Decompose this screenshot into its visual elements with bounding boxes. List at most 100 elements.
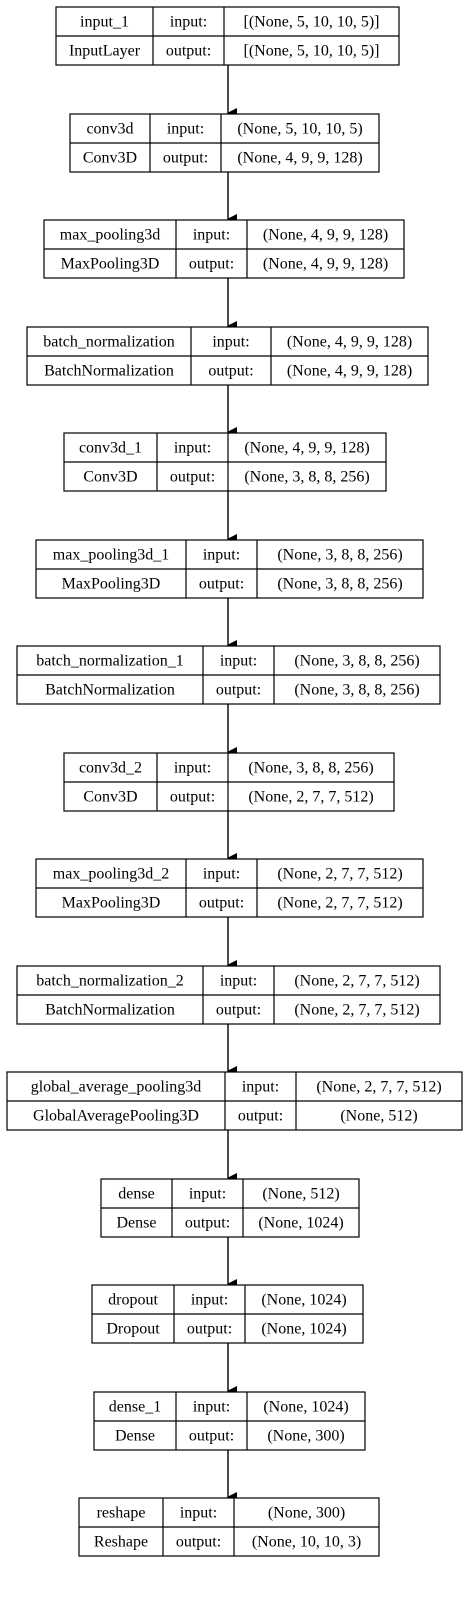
layer-type: Conv3D xyxy=(83,150,137,167)
input-shape: [(None, 5, 10, 10, 5)] xyxy=(244,14,380,31)
layer-name: conv3d_2 xyxy=(79,760,142,777)
output-label: output: xyxy=(216,1002,261,1019)
input-label: input: xyxy=(189,1186,226,1203)
output-shape: (None, 300) xyxy=(267,1428,344,1445)
layer-type: BatchNormalization xyxy=(45,1002,175,1019)
layer-type: MaxPooling3D xyxy=(62,895,161,912)
output-shape: (None, 4, 9, 9, 128) xyxy=(237,150,362,167)
input-label: input: xyxy=(180,1505,217,1522)
input-label: input: xyxy=(203,547,240,564)
output-shape: (None, 3, 8, 8, 256) xyxy=(294,682,419,699)
output-label: output: xyxy=(187,1321,232,1338)
layer-node: global_average_pooling3dGlobalAveragePoo… xyxy=(6,1071,463,1131)
input-label: input: xyxy=(242,1079,279,1096)
input-shape: (None, 4, 9, 9, 128) xyxy=(244,440,369,457)
layer-name: dense_1 xyxy=(109,1399,161,1416)
input-label: input: xyxy=(220,653,257,670)
layer-name: dropout xyxy=(108,1292,158,1309)
output-label: output: xyxy=(176,1534,221,1551)
input-shape: (None, 300) xyxy=(268,1505,345,1522)
output-shape: (None, 3, 8, 8, 256) xyxy=(277,576,402,593)
output-shape: (None, 1024) xyxy=(258,1215,343,1232)
layer-name: conv3d_1 xyxy=(79,440,142,457)
layer-type: MaxPooling3D xyxy=(61,256,160,273)
layer-name: max_pooling3d_2 xyxy=(53,866,169,883)
input-shape: (None, 2, 7, 7, 512) xyxy=(277,866,402,883)
input-shape: (None, 3, 8, 8, 256) xyxy=(248,760,373,777)
output-label: output: xyxy=(185,1215,230,1232)
input-label: input: xyxy=(174,440,211,457)
output-shape: (None, 2, 7, 7, 512) xyxy=(277,895,402,912)
layer-type: Conv3D xyxy=(83,469,137,486)
layer-type: BatchNormalization xyxy=(44,363,174,380)
layer-type: MaxPooling3D xyxy=(62,576,161,593)
input-shape: (None, 1024) xyxy=(261,1292,346,1309)
layer-type: Conv3D xyxy=(83,789,137,806)
layer-name: dense xyxy=(118,1186,154,1203)
layer-name: reshape xyxy=(97,1505,146,1522)
output-label: output: xyxy=(189,1428,234,1445)
output-shape: (None, 1024) xyxy=(261,1321,346,1338)
input-shape: (None, 3, 8, 8, 256) xyxy=(294,653,419,670)
layer-name: batch_normalization xyxy=(43,334,175,351)
layer-node: batch_normalization_2BatchNormalizationi… xyxy=(16,965,441,1025)
output-label: output: xyxy=(166,43,211,60)
layer-type: Dropout xyxy=(106,1321,160,1338)
input-shape: (None, 5, 10, 10, 5) xyxy=(237,121,362,138)
output-shape: (None, 10, 10, 3) xyxy=(252,1534,361,1551)
output-label: output: xyxy=(216,682,261,699)
input-shape: (None, 512) xyxy=(262,1186,339,1203)
output-shape: (None, 512) xyxy=(340,1108,417,1125)
layer-name: global_average_pooling3d xyxy=(31,1079,202,1096)
input-label: input: xyxy=(212,334,249,351)
output-shape: (None, 2, 7, 7, 512) xyxy=(248,789,373,806)
output-label: output: xyxy=(199,895,244,912)
output-label: output: xyxy=(170,789,215,806)
input-label: input: xyxy=(220,973,257,990)
input-label: input: xyxy=(193,1399,230,1416)
input-shape: (None, 2, 7, 7, 512) xyxy=(294,973,419,990)
output-label: output: xyxy=(208,363,253,380)
input-shape: (None, 4, 9, 9, 128) xyxy=(263,227,388,244)
layer-type: InputLayer xyxy=(69,43,141,60)
output-shape: (None, 3, 8, 8, 256) xyxy=(244,469,369,486)
input-shape: (None, 1024) xyxy=(263,1399,348,1416)
input-label: input: xyxy=(203,866,240,883)
layer-node: max_pooling3dMaxPooling3Dinput:output:(N… xyxy=(43,219,405,279)
input-label: input: xyxy=(174,760,211,777)
output-label: output: xyxy=(199,576,244,593)
input-label: input: xyxy=(193,227,230,244)
layer-name: conv3d xyxy=(86,121,133,138)
layer-type: Dense xyxy=(117,1215,157,1232)
output-shape: (None, 4, 9, 9, 128) xyxy=(263,256,388,273)
input-shape: (None, 3, 8, 8, 256) xyxy=(277,547,402,564)
input-label: input: xyxy=(191,1292,228,1309)
input-label: input: xyxy=(167,121,204,138)
layer-type: Dense xyxy=(115,1428,155,1445)
layer-name: batch_normalization_1 xyxy=(36,653,184,670)
layer-type: BatchNormalization xyxy=(45,682,175,699)
input-shape: (None, 4, 9, 9, 128) xyxy=(287,334,412,351)
layer-name: input_1 xyxy=(80,14,129,31)
layer-name: max_pooling3d_1 xyxy=(53,547,169,564)
layer-type: GlobalAveragePooling3D xyxy=(33,1108,199,1125)
output-label: output: xyxy=(163,150,208,167)
input-shape: (None, 2, 7, 7, 512) xyxy=(316,1079,441,1096)
output-label: output: xyxy=(189,256,234,273)
output-shape: [(None, 5, 10, 10, 5)] xyxy=(244,43,380,60)
layer-type: Reshape xyxy=(94,1534,148,1551)
output-label: output: xyxy=(238,1108,283,1125)
